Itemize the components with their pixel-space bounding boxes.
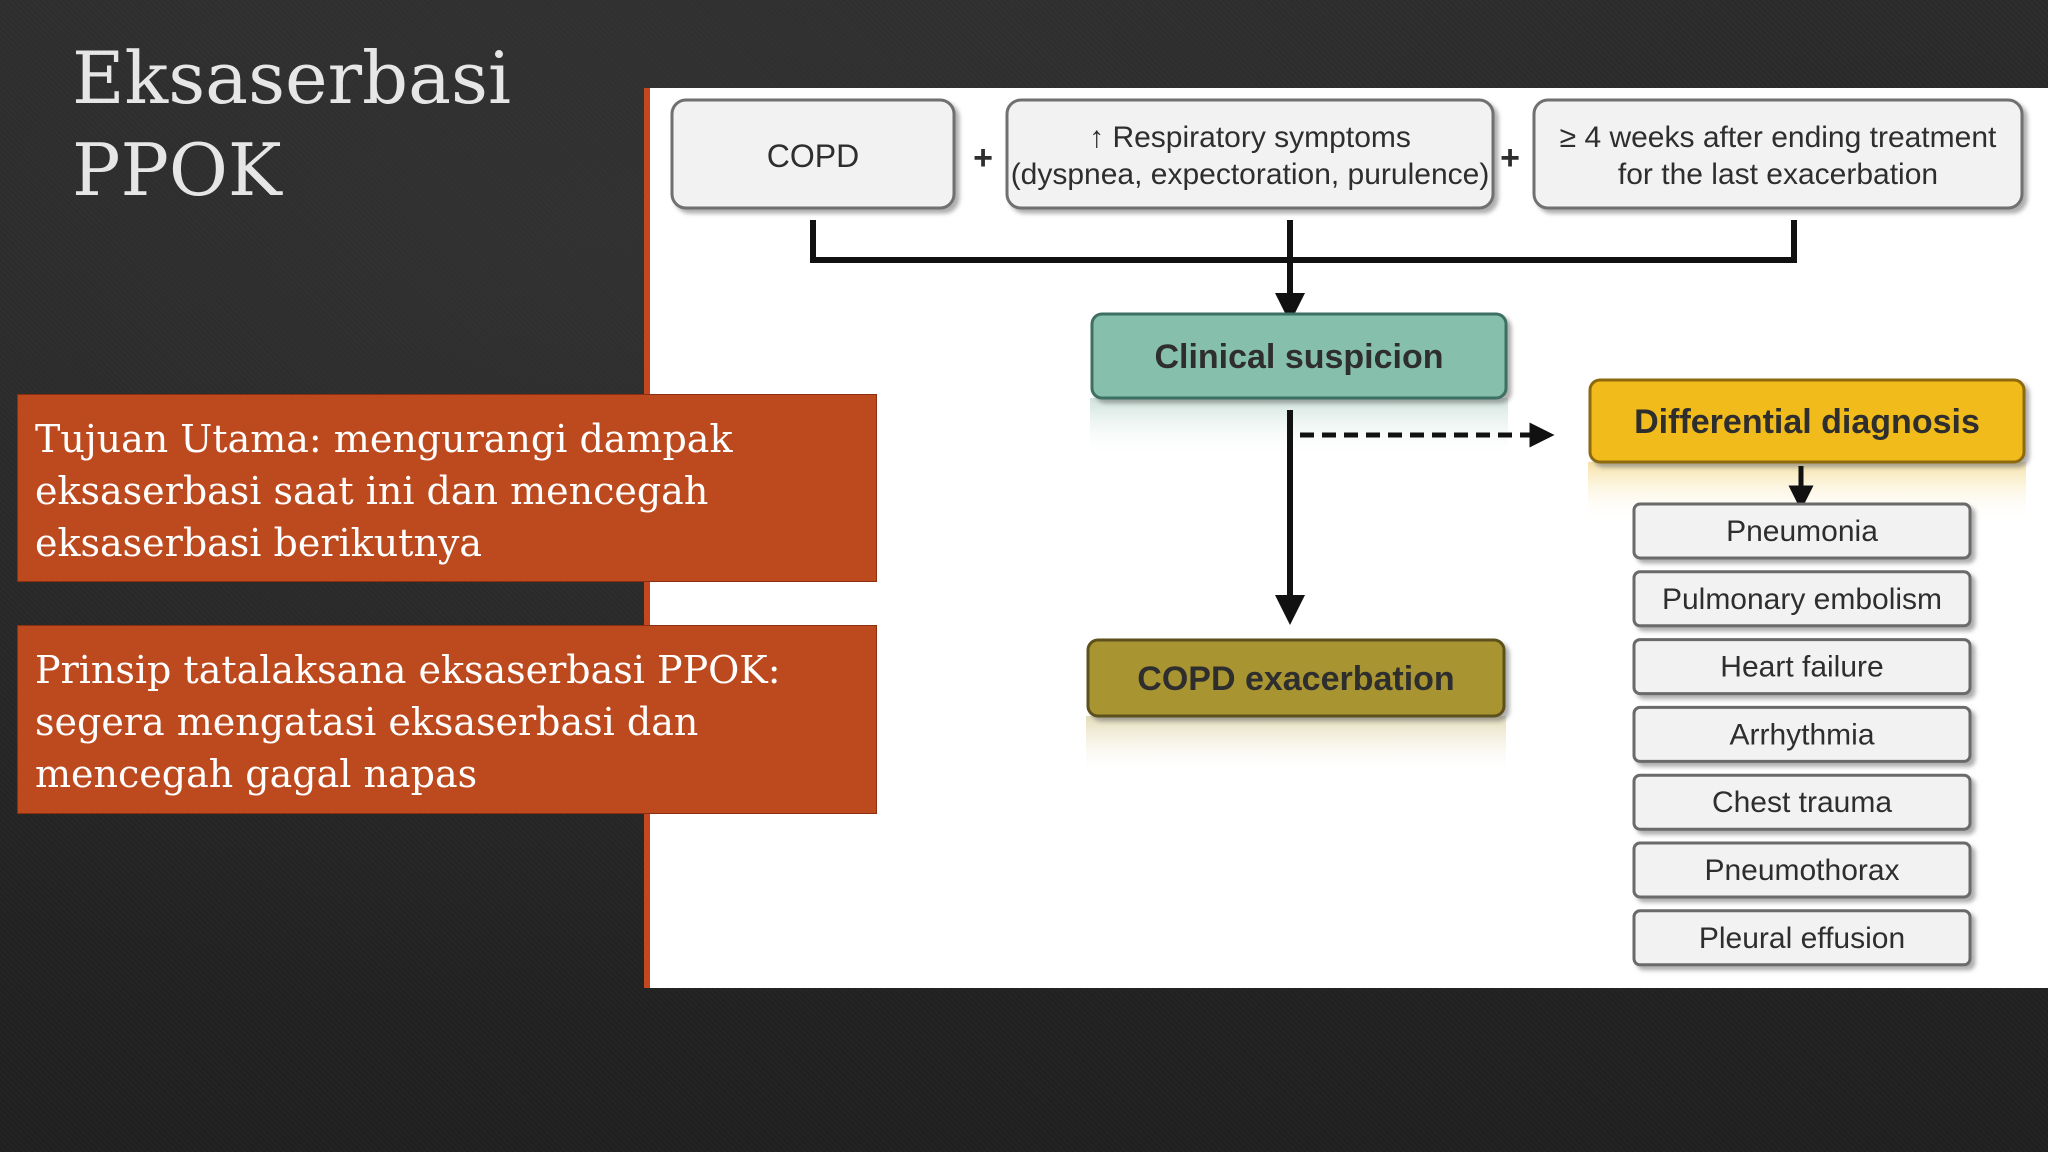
differential-item-box <box>1632 909 1972 967</box>
differential-item-chest-trauma: Chest trauma <box>1632 773 1972 831</box>
differential-item-heart-failure: Heart failure <box>1632 638 1972 696</box>
callout-main-goal: Tujuan Utama: mengurangi dampak eksaserb… <box>17 394 877 582</box>
callout-management-principle: Prinsip tatalaksana eksaserbasi PPOK: se… <box>17 625 877 814</box>
copd-exacerbation-label: COPD exacerbation <box>1137 660 1454 698</box>
differential-item-pneumonia: Pneumonia <box>1632 502 1972 560</box>
clinical-suspicion-box: Clinical suspicion <box>1090 312 1508 400</box>
differential-item-pneumothorax: Pneumothorax <box>1632 841 1972 899</box>
input-connector-bracket <box>810 220 1797 323</box>
differential-item-label: Pneumonia <box>1726 515 1878 548</box>
input-box-respiratory-symptoms: ↑ Respiratory symptoms (dyspnea, expecto… <box>1005 98 1495 210</box>
slide-title: Eksaserbasi PPOK <box>72 32 511 216</box>
differential-item-label: Arrhythmia <box>1729 718 1874 751</box>
four-weeks-line-2: for the last exacerbation <box>1618 158 1938 191</box>
differential-diagnosis-label: Differential diagnosis <box>1634 403 1980 441</box>
four-weeks-line-1: ≥ 4 weeks after ending treatment <box>1560 121 1997 154</box>
differential-item-label: Pulmonary embolism <box>1662 583 1942 616</box>
slide-title-line-2: PPOK <box>72 128 282 212</box>
diagram-canvas: COPD + ↑ Respiratory symptoms (dyspnea, … <box>670 98 2026 967</box>
differential-item-pleural-effusion: Pleural effusion <box>1632 909 1972 967</box>
differential-item-pulmonary-embolism: Pulmonary embolism <box>1632 570 1972 628</box>
differential-diagnosis-box: Differential diagnosis <box>1588 378 2026 464</box>
input-box-copd-label: COPD <box>767 138 859 174</box>
plus-sign-1: + <box>973 139 993 177</box>
input-box-copd: COPD <box>670 98 956 210</box>
differential-item-box <box>1632 705 1972 763</box>
respiratory-symptoms-line-2: (dyspnea, expectoration, purulence) <box>1011 158 1490 191</box>
clinical-suspicion-reflection <box>1090 398 1508 458</box>
differential-item-label: Pneumothorax <box>1704 854 1899 887</box>
differential-item-arrhythmia: Arrhythmia <box>1632 705 1972 763</box>
copd-exacerbation-box: COPD exacerbation <box>1086 638 1506 718</box>
differential-item-box <box>1632 773 1972 831</box>
differential-item-label: Chest trauma <box>1712 786 1892 819</box>
copd-exacerbation-reflection <box>1086 716 1506 776</box>
differential-item-box <box>1632 502 1972 560</box>
differential-item-label: Heart failure <box>1720 651 1883 684</box>
clinical-suspicion-label: Clinical suspicion <box>1154 338 1443 376</box>
differential-item-box <box>1632 638 1972 696</box>
slide-title-line-1: Eksaserbasi <box>72 36 512 120</box>
copd-exacerbation-diagram: COPD + ↑ Respiratory symptoms (dyspnea, … <box>644 88 2048 988</box>
differential-item-box <box>1632 841 1972 899</box>
differential-item-label: Pleural effusion <box>1699 922 1905 955</box>
input-box-four-weeks: ≥ 4 weeks after ending treatment for the… <box>1532 98 2024 210</box>
respiratory-symptoms-line-1: ↑ Respiratory symptoms <box>1089 121 1411 154</box>
differential-item-box <box>1632 570 1972 628</box>
plus-sign-2: + <box>1500 139 1520 177</box>
